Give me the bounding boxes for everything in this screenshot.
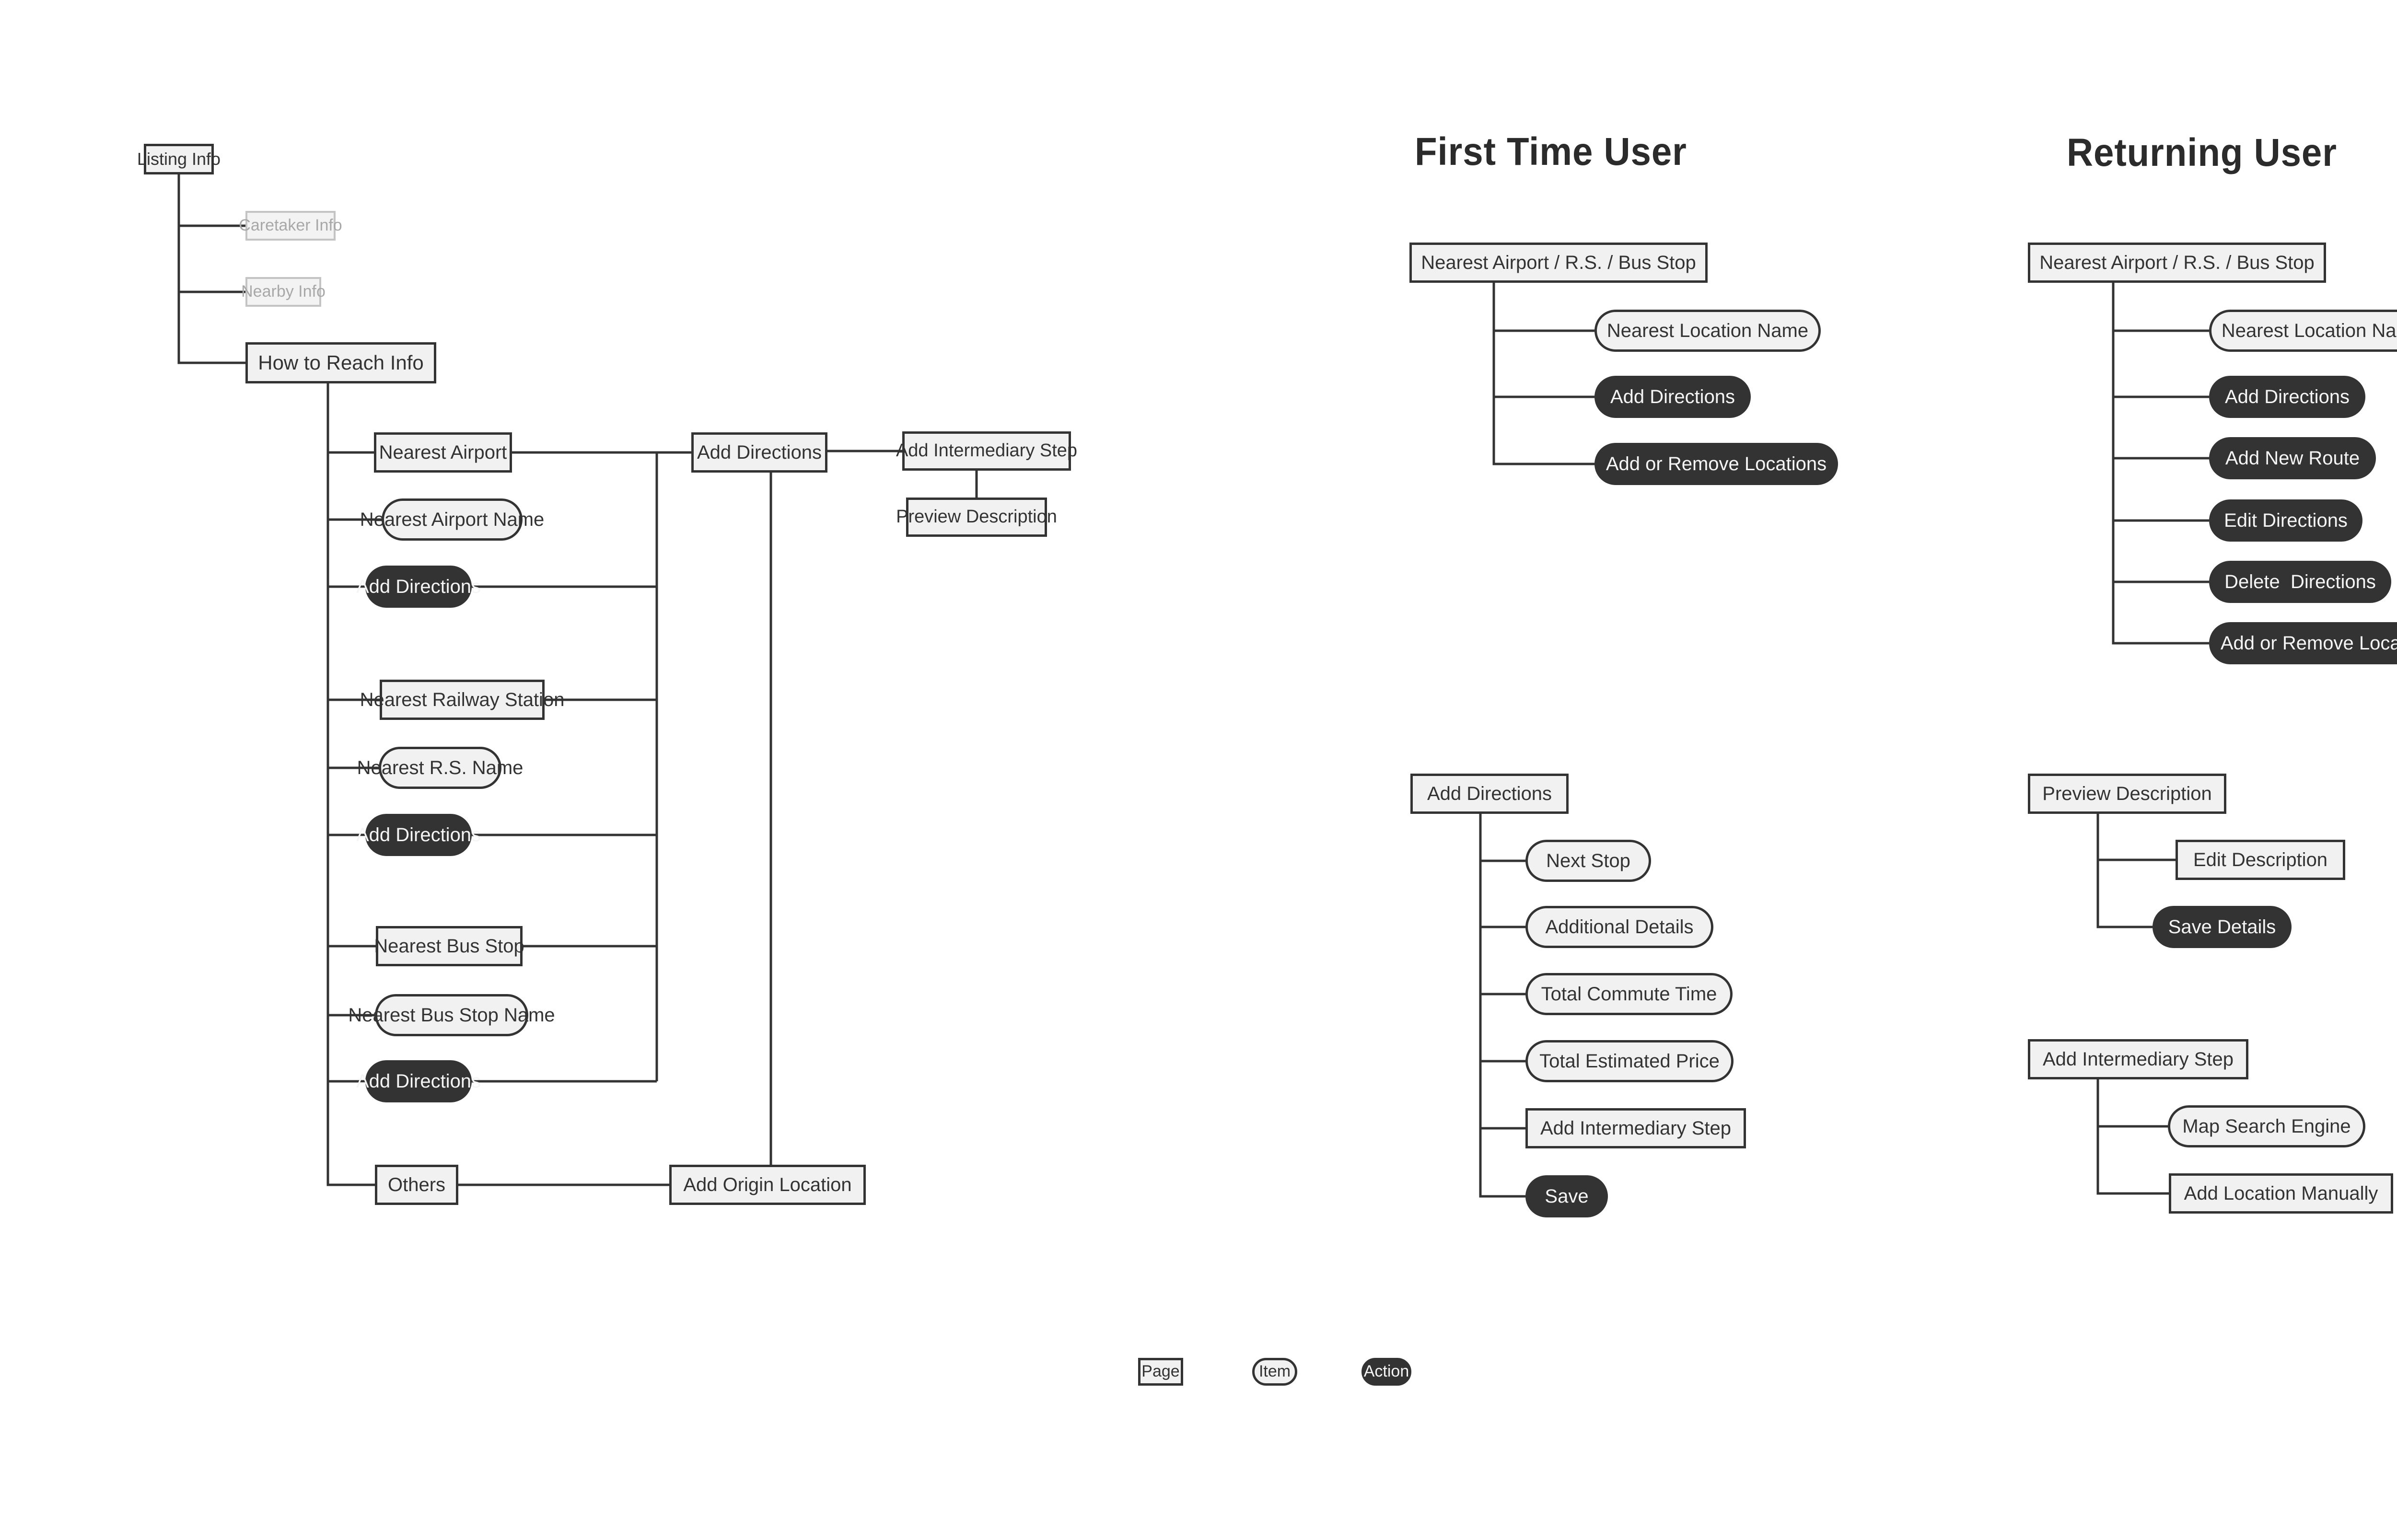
- node-ru-edit-description[interactable]: Edit Description: [2176, 840, 2345, 880]
- connector-ru-nearest-hub-to-ru-add-new-route: [2112, 397, 2209, 460]
- node-add-intermediary-step-left[interactable]: Add Intermediary Step: [896, 431, 1077, 471]
- connector-ftu-add-directions-page-to-ftu-save: [1479, 1128, 1525, 1198]
- node-ru-nearest-location-name[interactable]: Nearest Location Name: [2209, 310, 2397, 352]
- node-ftu-add-intermediary-step[interactable]: Add Intermediary Step: [1525, 1108, 1746, 1148]
- node-how-to-reach-info[interactable]: How to Reach Info: [245, 342, 436, 383]
- legend-action: Action: [1361, 1358, 1411, 1386]
- connector-ru-nearest-hub-to-ru-delete-directions: [2112, 521, 2209, 583]
- connector-listing-info-to-nearby-info: [177, 226, 245, 293]
- connector-listing-info-to-caretaker-info: [177, 174, 245, 227]
- connector-ftu-nearest-hub-to-ftu-nearest-location-name: [1492, 283, 1594, 332]
- node-ru-nearest-hub[interactable]: Nearest Airport / R.S. / Bus Stop: [2028, 243, 2326, 283]
- node-ru-add-remove-locations[interactable]: Add or Remove Locations: [2209, 622, 2397, 664]
- connector-ru-nearest-hub-to-ru-edit-directions: [2112, 458, 2209, 522]
- node-listing-info[interactable]: Listing Info: [137, 144, 221, 174]
- connector-ru-nearest-hub-to-ru-nearest-location-name: [2112, 283, 2209, 332]
- connector-ru-add-intermediary-step-to-ru-map-search-engine: [2096, 1079, 2168, 1128]
- connector-ftu-add-directions-page-to-ftu-total-commute-time: [1479, 927, 1525, 996]
- node-caretaker-info: Caretaker Info: [239, 211, 342, 241]
- node-nearest-rs-name[interactable]: Nearest R.S. Name: [357, 747, 523, 789]
- connector-how-to-reach-info-to-others: [326, 1081, 375, 1186]
- connector-ftu-add-directions-page-to-ftu-next-stop: [1479, 814, 1525, 862]
- node-ftu-nearest-hub[interactable]: Nearest Airport / R.S. / Bus Stop: [1409, 243, 1708, 283]
- connector-ru-add-intermediary-step-to-ru-add-location-manually: [2096, 1126, 2169, 1195]
- connector-ru-nearest-hub-to-ru-add-remove-locations: [2112, 582, 2209, 645]
- node-add-directions-airport[interactable]: Add Directions: [356, 566, 481, 608]
- node-ru-preview-description[interactable]: Preview Description: [2028, 774, 2226, 814]
- connector-ru-preview-description-to-ru-save-details: [2096, 860, 2153, 928]
- connector-ru-nearest-hub-to-ru-add-directions: [2112, 331, 2209, 398]
- node-ftu-total-commute-time[interactable]: Total Commute Time: [1525, 973, 1733, 1015]
- node-nearest-bus-stop[interactable]: Nearest Bus Stop: [374, 926, 524, 966]
- node-add-origin-location[interactable]: Add Origin Location: [669, 1165, 866, 1205]
- heading-first-time-user: First Time User: [1415, 130, 1687, 174]
- node-ru-add-directions[interactable]: Add Directions: [2209, 376, 2365, 418]
- node-nearest-airport[interactable]: Nearest Airport: [374, 432, 512, 473]
- connector-ftu-nearest-hub-to-ftu-add-remove-locations: [1492, 397, 1594, 465]
- connector-ru-preview-description-to-ru-edit-description: [2096, 814, 2176, 861]
- connector-how-to-reach-info-to-nearest-airport: [326, 383, 374, 454]
- connector-how-to-reach-info-to-nearest-bus-stop: [326, 835, 376, 948]
- node-ftu-nearest-location-name[interactable]: Nearest Location Name: [1594, 310, 1821, 352]
- connector-ftu-add-directions-page-to-ftu-add-intermediary-step: [1479, 1061, 1525, 1130]
- node-ftu-next-stop[interactable]: Next Stop: [1525, 840, 1651, 882]
- node-ru-delete-directions[interactable]: Delete Directions: [2209, 561, 2391, 603]
- connector-ftu-add-directions-page-to-ftu-total-estimated-price: [1479, 994, 1525, 1063]
- heading-returning-user: Returning User: [2067, 131, 2337, 174]
- node-add-directions-bus[interactable]: Add Directions: [356, 1060, 481, 1102]
- node-preview-description-left[interactable]: Preview Description: [896, 498, 1057, 537]
- connector-how-to-reach-info-to-nearest-railway-station: [326, 587, 380, 701]
- node-nearby-info: Nearby Info: [241, 277, 326, 307]
- node-ftu-save[interactable]: Save: [1525, 1175, 1608, 1217]
- node-ftu-add-directions[interactable]: Add Directions: [1594, 376, 1751, 418]
- connector-ftu-add-directions-page-to-ftu-additional-details: [1479, 861, 1525, 928]
- node-ru-map-search-engine[interactable]: Map Search Engine: [2168, 1105, 2365, 1147]
- node-ru-save-details[interactable]: Save Details: [2153, 906, 2292, 948]
- node-nearest-bus-stop-name[interactable]: Nearest Bus Stop Name: [348, 994, 555, 1036]
- node-ftu-total-estimated-price[interactable]: Total Estimated Price: [1525, 1040, 1734, 1082]
- node-ftu-add-remove-locations[interactable]: Add or Remove Locations: [1594, 443, 1838, 485]
- node-ru-edit-directions[interactable]: Edit Directions: [2209, 499, 2362, 542]
- node-nearest-railway-station[interactable]: Nearest Railway Station: [360, 680, 564, 720]
- legend-page: Page: [1138, 1358, 1183, 1386]
- node-add-directions-railway[interactable]: Add Directions: [356, 814, 481, 856]
- node-ru-add-intermediary-step[interactable]: Add Intermediary Step: [2028, 1039, 2248, 1079]
- connector-ftu-nearest-hub-to-ftu-add-directions: [1492, 331, 1594, 398]
- node-nearest-airport-name[interactable]: Nearest Airport Name: [360, 498, 544, 541]
- node-ru-add-new-route[interactable]: Add New Route: [2209, 437, 2376, 479]
- node-ru-add-location-manually[interactable]: Add Location Manually: [2169, 1173, 2393, 1214]
- connector-listing-info-to-how-to-reach-info: [177, 292, 245, 364]
- node-others[interactable]: Others: [375, 1165, 458, 1205]
- node-add-directions-page[interactable]: Add Directions: [691, 432, 827, 473]
- legend-item: Item: [1252, 1358, 1297, 1386]
- node-ftu-additional-details[interactable]: Additional Details: [1525, 906, 1713, 948]
- node-ftu-add-directions-page[interactable]: Add Directions: [1410, 774, 1569, 814]
